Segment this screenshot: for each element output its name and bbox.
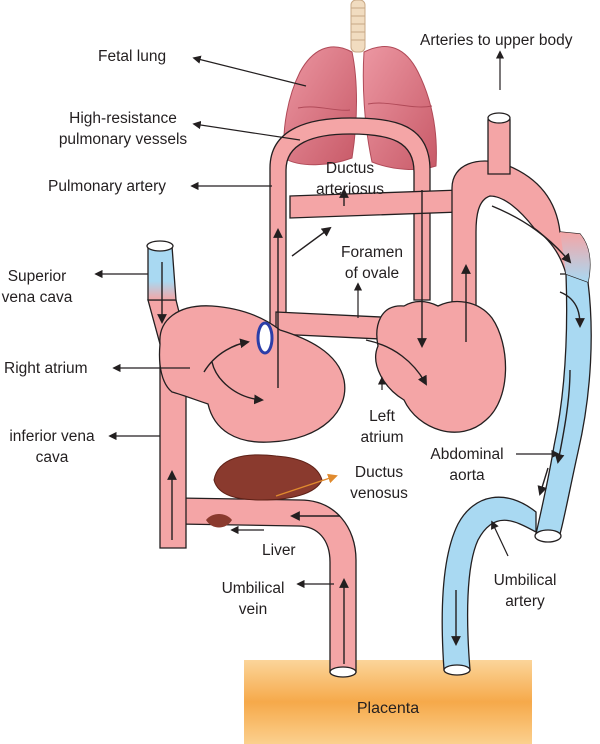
label-inferior-vena-cava: inferior vena cava — [9, 428, 95, 466]
label-ductus-arteriosus: Ductus arteriosus — [315, 160, 385, 198]
label-pulmonary-artery: Pulmonary artery — [48, 178, 167, 195]
label-liver: Liver — [262, 542, 296, 559]
label-foramen-ovale: Foramen of ovale — [340, 244, 404, 282]
label-left-atrium: Left atrium — [360, 408, 404, 446]
label-arteries-upper-body: Arteries to upper body — [420, 32, 573, 49]
vessel-openings — [146, 112, 562, 678]
label-abdominal-aorta: Abdominal aorta — [430, 446, 504, 484]
foramen-ovale-ring — [256, 321, 274, 355]
label-umbilical-vein: Umbilical vein — [221, 580, 285, 618]
liver — [206, 454, 323, 528]
label-ductus-venosus: Ductus venosus — [350, 464, 408, 502]
label-high-resistance-vessels: High-resistance pulmonary vessels — [58, 110, 188, 148]
label-umbilical-artery: Umbilical artery — [493, 572, 557, 610]
aorta-gradient — [560, 232, 590, 282]
label-pointers — [94, 50, 560, 589]
label-superior-vena-cava: Superior vena cava — [1, 268, 73, 306]
pink-vessels — [147, 113, 591, 673]
trachea — [350, 0, 366, 53]
flow-arrows — [157, 188, 585, 664]
placenta — [244, 660, 532, 744]
label-right-atrium: Right atrium — [4, 360, 88, 377]
label-placenta: Placenta — [356, 700, 420, 717]
label-fetal-lung: Fetal lung — [98, 48, 167, 65]
ductus-venosus-pointer — [275, 473, 338, 497]
